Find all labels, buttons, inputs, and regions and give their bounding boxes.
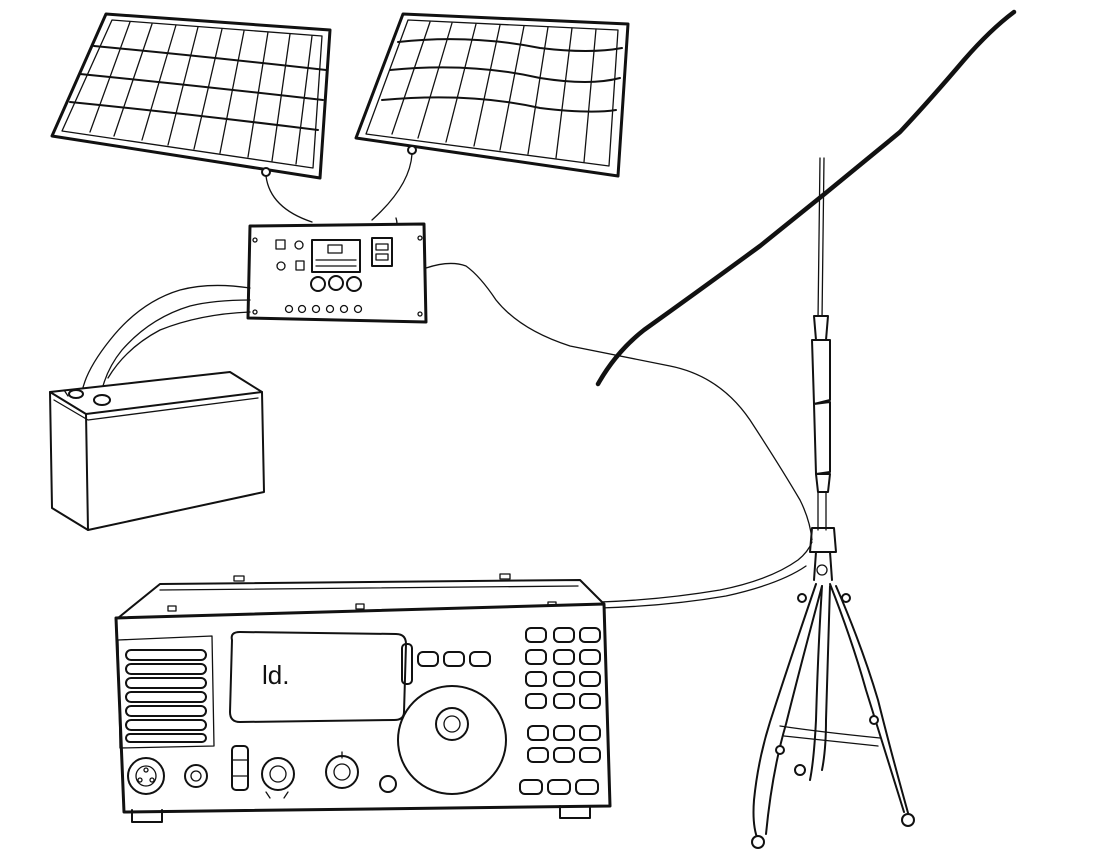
vertical-antenna [811,157,831,531]
keypad [519,627,601,795]
front-connectors [127,745,397,799]
tripod [751,527,915,849]
panel-wires [265,153,413,231]
speaker-grille [117,635,215,749]
long-wire-antenna [595,9,1017,387]
coax-radio-to-mast [599,541,813,609]
tuning-knob [397,685,507,795]
solar-panel-left [50,12,332,180]
display-text: ld. [262,660,289,690]
radio-display: ld. [229,631,413,723]
battery [49,371,265,531]
charge-controller [246,222,428,324]
solar-panel-right [354,12,630,178]
radio-transceiver: ld. [114,573,612,823]
coax-controller-to-mast [425,262,813,541]
battery-wires [81,284,251,401]
